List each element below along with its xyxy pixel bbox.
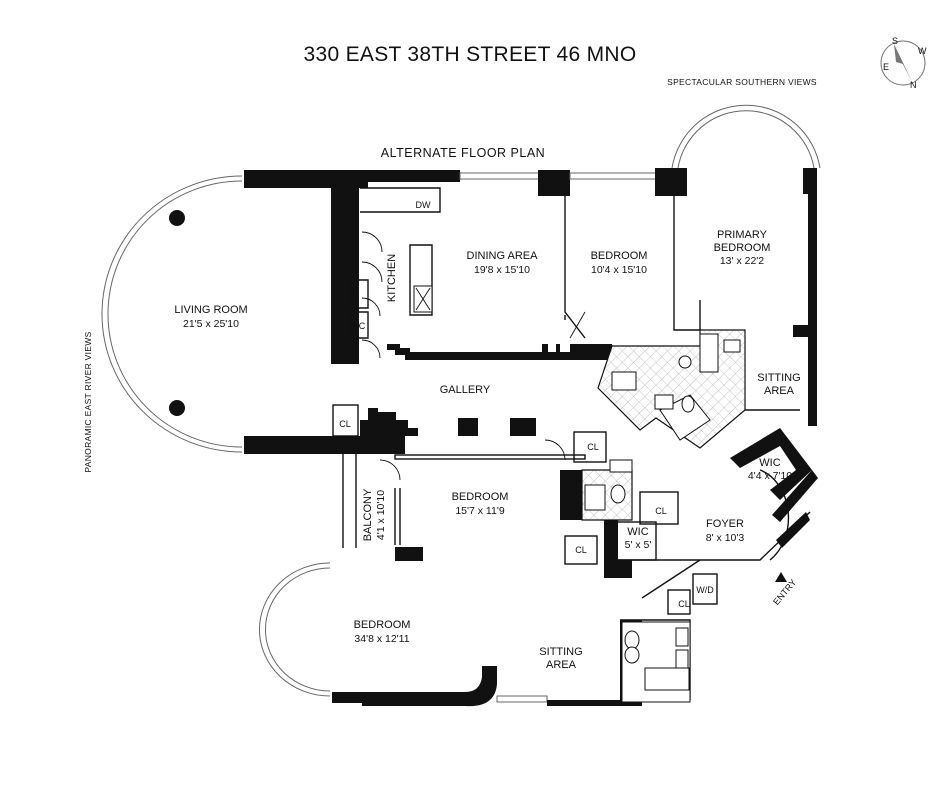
svg-text:DINING AREA: DINING AREA bbox=[467, 250, 539, 262]
plan-subtitle: ALTERNATE FLOOR PLAN bbox=[381, 146, 545, 160]
svg-text:AREA: AREA bbox=[764, 385, 795, 397]
bathroom-3 bbox=[621, 621, 691, 703]
refrigerator-label: R bbox=[352, 290, 359, 300]
compass-icon: S W E N bbox=[880, 36, 927, 90]
closet-label: CL bbox=[678, 599, 690, 609]
room-label-sitting-area-primary: SITTING AREA bbox=[757, 372, 800, 397]
svg-text:19'8 x 15'10: 19'8 x 15'10 bbox=[474, 264, 530, 276]
column bbox=[169, 210, 185, 226]
svg-text:BEDROOM: BEDROOM bbox=[591, 250, 648, 262]
entry-arrow-icon bbox=[775, 572, 787, 582]
svg-text:SITTING: SITTING bbox=[757, 372, 800, 384]
primary-window-arc bbox=[671, 104, 821, 169]
svg-text:BEDROOM: BEDROOM bbox=[452, 491, 509, 503]
svg-text:WIC: WIC bbox=[759, 457, 780, 469]
bedroom-window-arc bbox=[258, 562, 331, 697]
bathroom-2 bbox=[581, 459, 633, 521]
svg-text:13' x 22'2: 13' x 22'2 bbox=[720, 255, 764, 267]
svg-text:4'1 x 10'10: 4'1 x 10'10 bbox=[375, 490, 387, 540]
room-label-dining-area: DINING AREA 19'8 x 15'10 bbox=[467, 250, 539, 276]
primary-bathroom bbox=[597, 329, 746, 449]
svg-text:5' x 5': 5' x 5' bbox=[625, 539, 652, 551]
svg-text:N: N bbox=[910, 80, 917, 90]
closet-label: CL bbox=[575, 545, 587, 555]
svg-text:4'4 x 7'10: 4'4 x 7'10 bbox=[748, 470, 792, 482]
room-label-bedroom-b: BEDROOM 15'7 x 11'9 bbox=[452, 491, 509, 517]
svg-text:21'5 x 25'10: 21'5 x 25'10 bbox=[183, 318, 239, 330]
svg-text:10'4 x 15'10: 10'4 x 15'10 bbox=[591, 264, 647, 276]
svg-text:S: S bbox=[892, 36, 898, 46]
room-label-primary-bedroom: PRIMARY BEDROOM 13' x 22'2 bbox=[714, 229, 771, 267]
svg-text:PRIMARY: PRIMARY bbox=[717, 229, 768, 241]
svg-text:W: W bbox=[918, 46, 927, 56]
svg-text:34'8 x 12'11: 34'8 x 12'11 bbox=[354, 633, 409, 645]
svg-text:BALCONY: BALCONY bbox=[362, 488, 374, 541]
svg-text:WIC: WIC bbox=[627, 526, 648, 538]
svg-text:8' x 10'3: 8' x 10'3 bbox=[706, 532, 745, 544]
plan-title: 330 EAST 38TH STREET 46 MNO bbox=[304, 43, 637, 66]
cooktop-icon bbox=[413, 285, 433, 313]
closet-label: CL bbox=[339, 419, 351, 429]
room-label-sitting-area-c: SITTING AREA bbox=[539, 646, 582, 671]
svg-text:BEDROOM: BEDROOM bbox=[714, 242, 771, 254]
room-label-foyer: FOYER 8' x 10'3 bbox=[706, 518, 745, 544]
room-label-kitchen: KITCHEN bbox=[386, 254, 398, 302]
room-label-living-room: LIVING ROOM 21'5 x 25'10 bbox=[174, 304, 247, 330]
room-label-wic-small: WIC 5' x 5' bbox=[625, 526, 652, 551]
east-views-label: PANORAMIC EAST RIVER VIEWS bbox=[83, 331, 93, 472]
svg-text:LIVING ROOM: LIVING ROOM bbox=[174, 304, 247, 316]
microwave-label: MIC bbox=[349, 321, 366, 331]
svg-text:BEDROOM: BEDROOM bbox=[354, 619, 411, 631]
room-label-wic-primary: WIC 4'4 x 7'10 bbox=[748, 457, 792, 482]
svg-text:E: E bbox=[883, 62, 889, 72]
svg-text:SITTING: SITTING bbox=[539, 646, 582, 658]
room-label-gallery: GALLERY bbox=[440, 384, 491, 396]
foyer-walls bbox=[730, 428, 818, 561]
room-label-balcony: BALCONY 4'1 x 10'10 bbox=[362, 488, 387, 541]
closet-label: CL bbox=[587, 442, 599, 452]
column bbox=[169, 400, 185, 416]
svg-text:15'7 x 11'9: 15'7 x 11'9 bbox=[455, 505, 505, 517]
closets bbox=[332, 404, 718, 615]
dishwasher-label: DW bbox=[416, 200, 431, 210]
door-swings bbox=[361, 231, 586, 481]
interior-walls bbox=[342, 182, 811, 700]
room-label-bedroom-a: BEDROOM 10'4 x 15'10 bbox=[591, 250, 648, 276]
room-label-bedroom-c: BEDROOM 34'8 x 12'11 bbox=[354, 619, 411, 645]
closet-label: CL bbox=[655, 506, 667, 516]
svg-text:AREA: AREA bbox=[546, 659, 577, 671]
living-room-window-arc bbox=[101, 175, 243, 453]
south-views-label: SPECTACULAR SOUTHERN VIEWS bbox=[667, 77, 817, 87]
svg-text:FOYER: FOYER bbox=[706, 518, 744, 530]
washer-dryer-label: W/D bbox=[696, 585, 714, 595]
